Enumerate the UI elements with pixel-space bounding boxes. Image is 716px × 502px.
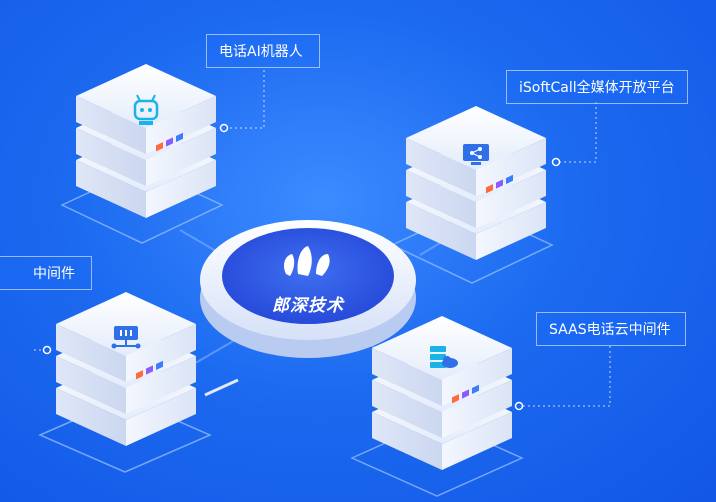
- light-streak: [204, 378, 239, 397]
- indicator-light: [156, 142, 163, 152]
- indicator-light: [176, 132, 183, 143]
- indicator-light: [452, 394, 459, 404]
- label-saas: SAAS电话云中间件: [536, 312, 686, 346]
- center-hub: [200, 220, 416, 358]
- indicator-light: [486, 184, 493, 194]
- leader-line: [228, 70, 265, 129]
- leader-lines: [34, 70, 611, 407]
- indicator-light: [146, 365, 153, 375]
- server-stack-saas: [372, 316, 512, 470]
- server-stack-ai-robot: [76, 64, 216, 218]
- leader-endpoint: [551, 157, 561, 167]
- server-stack-left-middleware: [56, 292, 196, 446]
- brand-logo-icon: [284, 246, 330, 276]
- indicator-light: [496, 179, 503, 189]
- indicator-light: [156, 360, 163, 371]
- leader-line: [522, 346, 611, 407]
- cloud-server-icon: [430, 346, 458, 368]
- indicator-light: [166, 137, 173, 147]
- robot-icon: [133, 94, 159, 125]
- server-stack-isoftcall: [406, 106, 546, 260]
- brand-name: 郎深技术: [272, 296, 344, 316]
- leader-endpoint: [219, 123, 229, 133]
- indicator-light: [472, 384, 479, 395]
- indicator-light: [462, 389, 469, 399]
- label-ai-robot: 电话AI机器人: [206, 34, 320, 68]
- indicator-light: [136, 370, 143, 380]
- leader-endpoint: [514, 401, 524, 411]
- share-monitor-icon: [463, 144, 489, 165]
- label-isoftcall: iSoftCall全媒体开放平台: [506, 70, 688, 104]
- indicator-light: [506, 174, 513, 185]
- network-icon: [111, 326, 141, 349]
- leader-endpoints: [42, 123, 561, 411]
- label-left-middleware: 中间件: [0, 256, 92, 290]
- leader-endpoint: [42, 345, 52, 355]
- leader-line: [560, 102, 597, 163]
